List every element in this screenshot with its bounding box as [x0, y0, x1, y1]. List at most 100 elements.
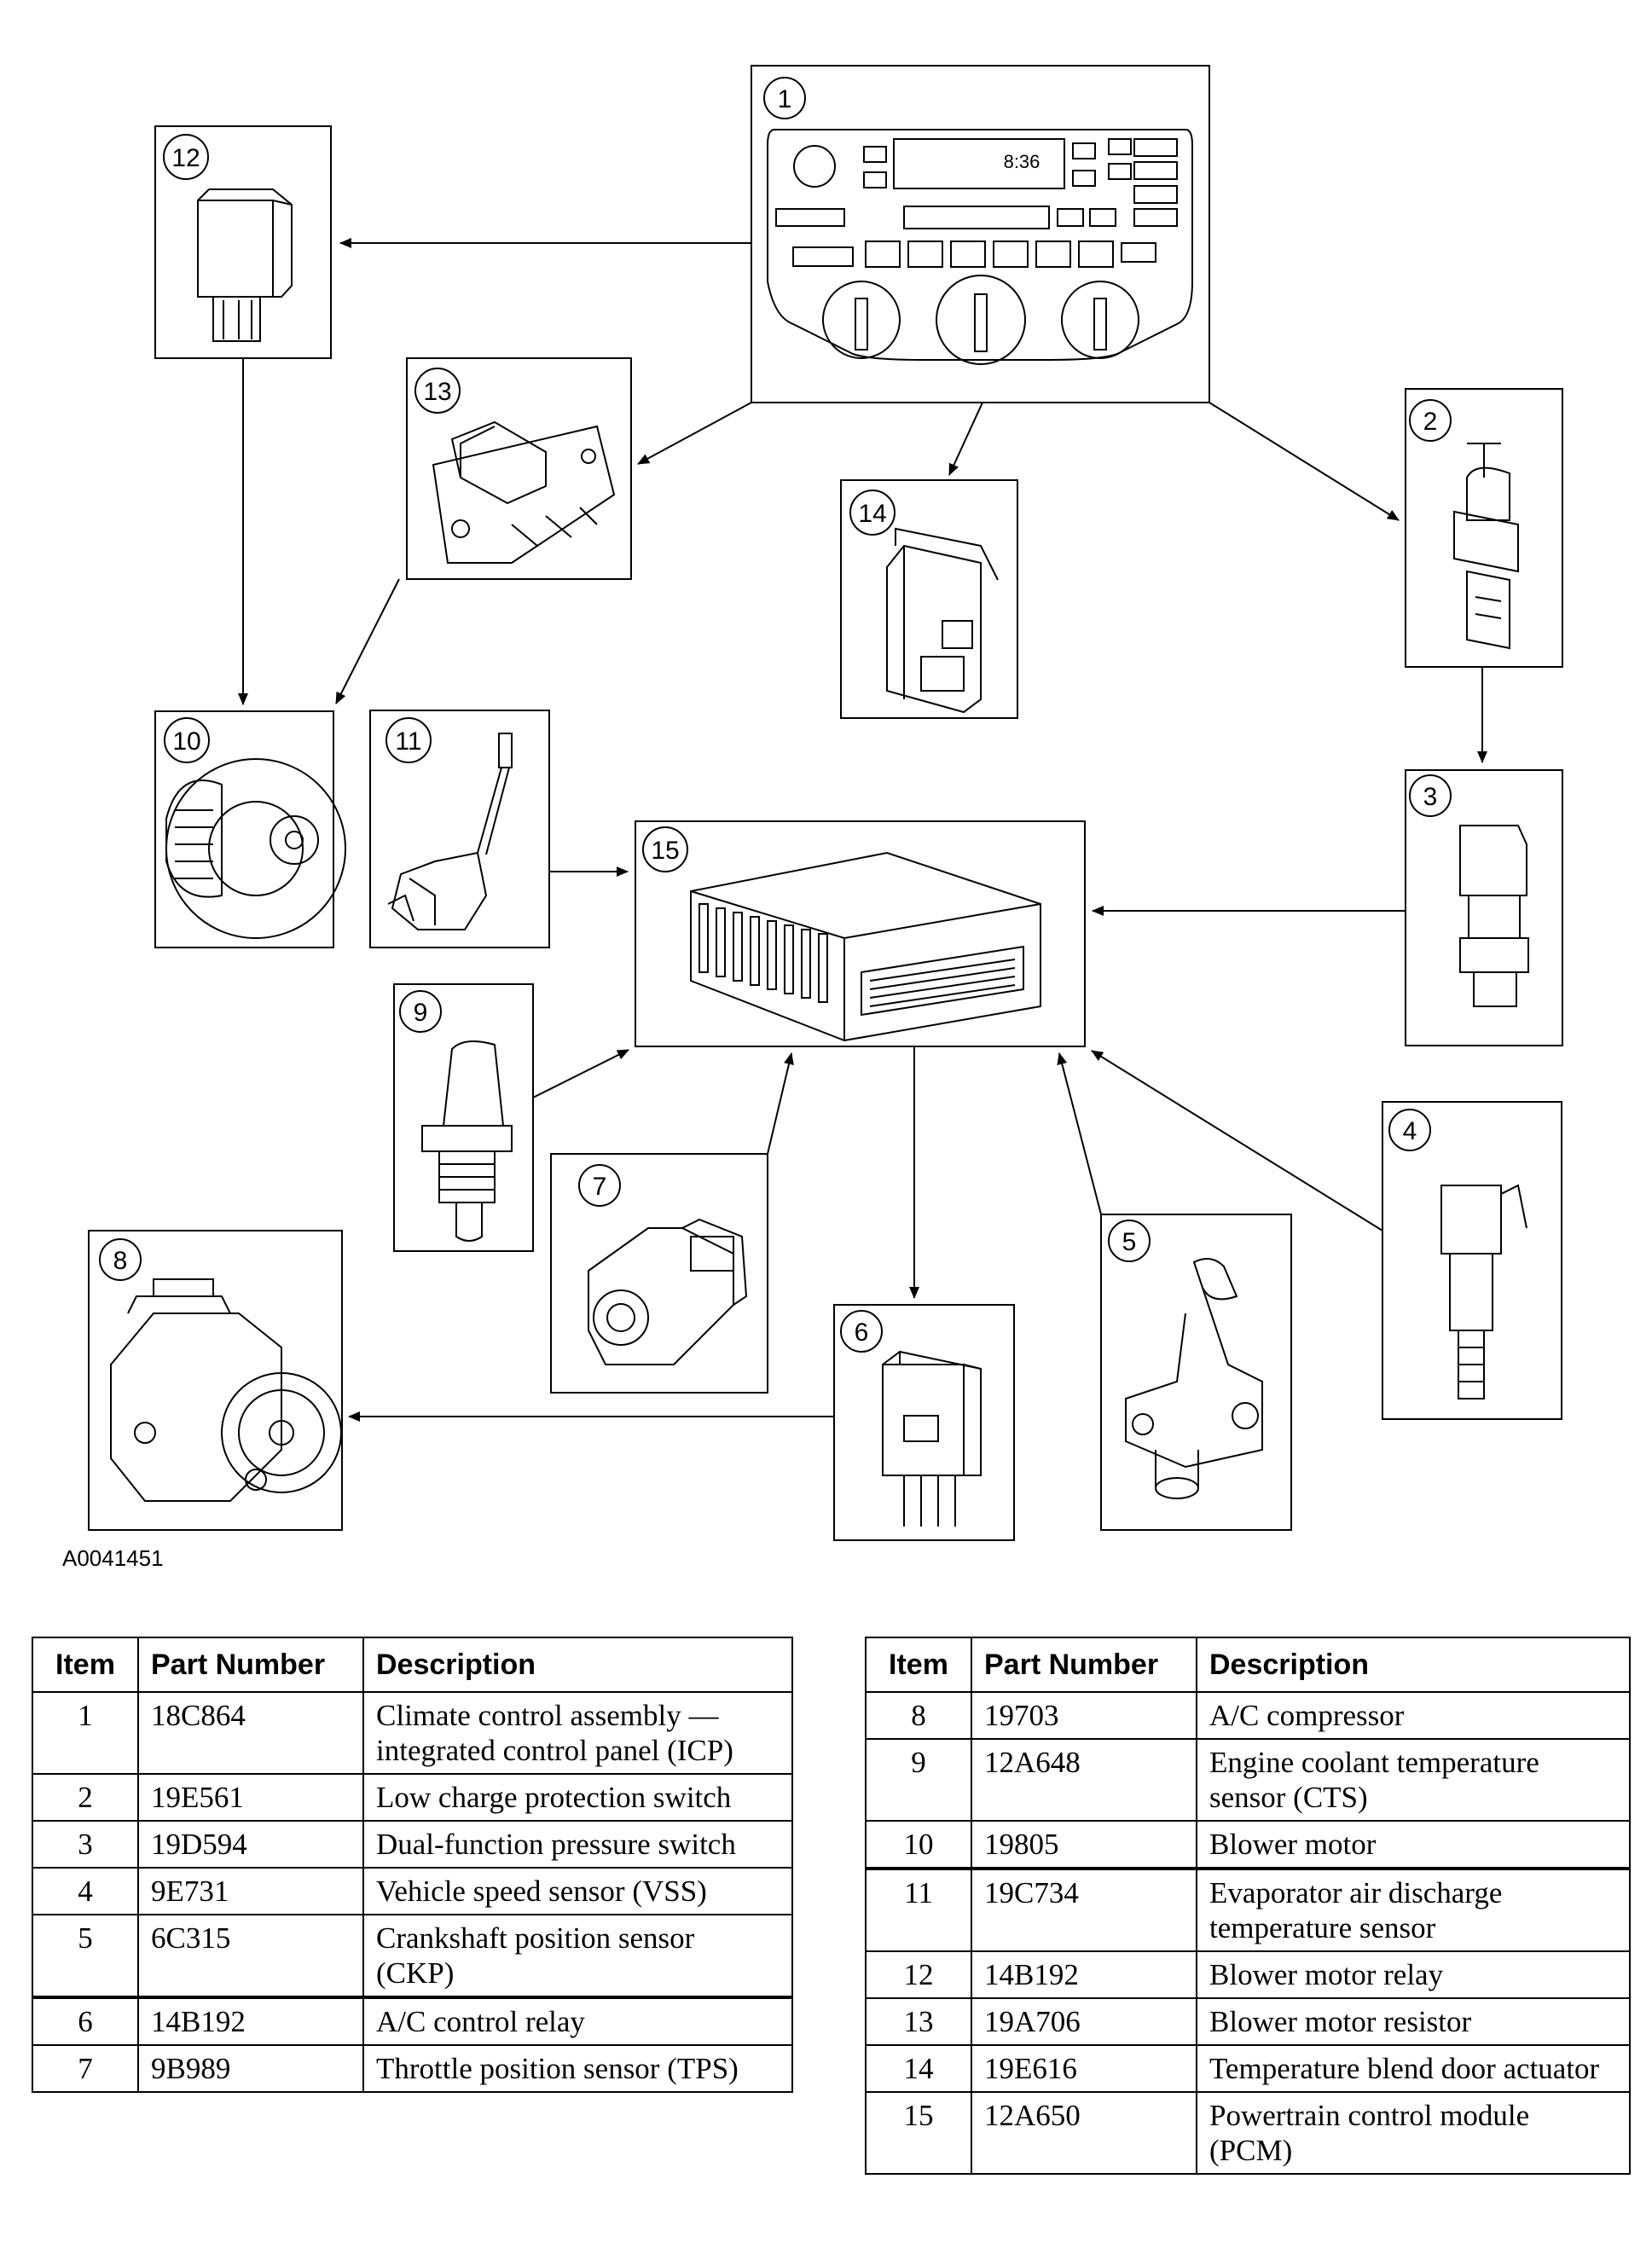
callout-3: 3 [1409, 774, 1452, 817]
cell-item: 11 [865, 1867, 972, 1952]
callout-1: 1 [763, 77, 806, 119]
svg-text:6: 6 [855, 1318, 869, 1347]
panel-display-time: 8:36 [1004, 151, 1040, 172]
cell-part-number: 14B192 [971, 1950, 1197, 1999]
svg-text:7: 7 [593, 1173, 607, 1201]
cell-description: A/C compressor [1196, 1691, 1631, 1740]
cell-part-number: 19A706 [971, 1997, 1197, 2046]
cell-item: 15 [865, 2091, 972, 2175]
arrow-5-to-15 [1057, 1052, 1102, 1215]
callout-10: 10 [164, 717, 210, 763]
svg-text:12: 12 [171, 144, 200, 172]
component-4-vehicle-speed-sensor [1382, 1101, 1562, 1420]
table-row: 12 14B192 Blower motor relay [865, 1950, 1631, 1999]
col-header-description: Description [362, 1637, 793, 1693]
cell-part-number: 9E731 [137, 1867, 364, 1915]
callouts: 1 2 3 4 5 6 7 8 9 10 11 12 13 14 15 [99, 77, 1452, 1353]
cell-part-number: 19703 [971, 1691, 1197, 1740]
component-13-blower-motor-resistor [406, 357, 632, 580]
cell-item: 6 [32, 1996, 139, 2046]
wiring-diagram: 1 2 3 4 5 6 7 8 9 10 11 12 13 14 15 8:36 [88, 65, 1563, 1541]
cell-part-number: 19E561 [137, 1773, 364, 1822]
cell-item: 13 [865, 1997, 972, 2046]
cell-part-number: 12A648 [971, 1738, 1197, 1822]
component-11-evaporator-temp-sensor [369, 710, 550, 948]
callout-15: 15 [642, 826, 688, 872]
cell-item: 3 [32, 1820, 139, 1869]
svg-text:3: 3 [1423, 783, 1438, 811]
arrow-1-to-13 [637, 402, 752, 465]
table-row: 9 12A648 Engine coolant temperature sens… [865, 1738, 1631, 1822]
cell-item: 8 [865, 1691, 972, 1740]
callout-4: 4 [1388, 1109, 1431, 1151]
svg-text:4: 4 [1403, 1117, 1417, 1145]
callout-12: 12 [163, 134, 209, 180]
svg-text:11: 11 [395, 727, 421, 756]
callout-11: 11 [385, 717, 432, 763]
svg-text:14: 14 [858, 500, 886, 528]
table-row: 7 9B989 Throttle position sensor (TPS) [32, 2044, 793, 2093]
col-header-part-number: Part Number [137, 1637, 364, 1693]
table-row: 5 6C315 Crankshaft position sensor (CKP) [32, 1914, 793, 1998]
col-header-description: Description [1196, 1637, 1631, 1693]
callout-13: 13 [414, 368, 461, 414]
cell-item: 5 [32, 1914, 139, 1998]
cell-description: Vehicle speed sensor (VSS) [362, 1867, 793, 1915]
table-header-row: Item Part Number Description [32, 1637, 793, 1693]
cell-item: 9 [865, 1738, 972, 1822]
cell-description: Evaporator air discharge temperature sen… [1196, 1867, 1631, 1952]
cell-part-number: 19C734 [971, 1867, 1197, 1952]
table-row: 14 19E616 Temperature blend door actuato… [865, 2044, 1631, 2093]
cell-part-number: 19E616 [971, 2044, 1197, 2093]
component-14-blend-door-actuator [840, 479, 1018, 719]
cell-description: A/C control relay [362, 1996, 793, 2046]
callout-2: 2 [1409, 399, 1452, 442]
callout-9: 9 [399, 990, 442, 1033]
table-row: 4 9E731 Vehicle speed sensor (VSS) [32, 1867, 793, 1915]
cell-item: 7 [32, 2044, 139, 2093]
cell-part-number: 19805 [971, 1820, 1197, 1869]
component-9-coolant-temp-sensor [393, 983, 534, 1252]
arrow-13-to-10 [335, 578, 400, 704]
callout-14: 14 [849, 490, 896, 536]
component-8-ac-compressor [88, 1230, 343, 1531]
table-row: 3 19D594 Dual-function pressure switch [32, 1820, 793, 1869]
cell-item: 14 [865, 2044, 972, 2093]
table-header-row: Item Part Number Description [865, 1637, 1631, 1693]
table-row: 11 19C734 Evaporator air discharge tempe… [865, 1867, 1631, 1952]
figure-id: A0041451 [62, 1545, 164, 1571]
component-6-ac-control-relay [833, 1304, 1015, 1541]
arrow-7-to-15 [767, 1052, 794, 1155]
svg-text:15: 15 [651, 837, 679, 865]
svg-text:8: 8 [113, 1247, 128, 1275]
svg-text:1: 1 [778, 85, 792, 113]
cell-part-number: 14B192 [137, 1996, 364, 2046]
cell-part-number: 6C315 [137, 1914, 364, 1998]
svg-text:13: 13 [423, 378, 451, 406]
cell-description: Blower motor resistor [1196, 1997, 1631, 2046]
arrow-4-to-15 [1091, 1050, 1383, 1231]
cell-item: 1 [32, 1691, 139, 1775]
cell-description: Blower motor [1196, 1820, 1631, 1869]
cell-part-number: 9B989 [137, 2044, 364, 2093]
table-row: 10 19805 Blower motor [865, 1820, 1631, 1869]
svg-text:9: 9 [414, 999, 428, 1027]
cell-description: Engine coolant temperature sensor (CTS) [1196, 1738, 1631, 1822]
component-2-low-charge-switch [1405, 388, 1563, 668]
cell-description: Temperature blend door actuator [1196, 2044, 1631, 2093]
callout-6: 6 [840, 1310, 883, 1353]
cell-description: Throttle position sensor (TPS) [362, 2044, 793, 2093]
parts-table-right: Item Part Number Description 8 19703 A/C… [865, 1637, 1631, 2175]
svg-text:10: 10 [172, 727, 200, 756]
cell-part-number: 18C864 [137, 1691, 364, 1775]
component-15-pcm [635, 820, 1086, 1047]
cell-item: 2 [32, 1773, 139, 1822]
callout-8: 8 [99, 1238, 142, 1281]
table-row: 13 19A706 Blower motor resistor [865, 1997, 1631, 2046]
cell-description: Powertrain control module (PCM) [1196, 2091, 1631, 2175]
svg-text:2: 2 [1423, 408, 1438, 436]
svg-text:5: 5 [1122, 1228, 1137, 1256]
cell-description: Low charge protection switch [362, 1773, 793, 1822]
table-row: 15 12A650 Powertrain control module (PCM… [865, 2091, 1631, 2175]
cell-item: 4 [32, 1867, 139, 1915]
